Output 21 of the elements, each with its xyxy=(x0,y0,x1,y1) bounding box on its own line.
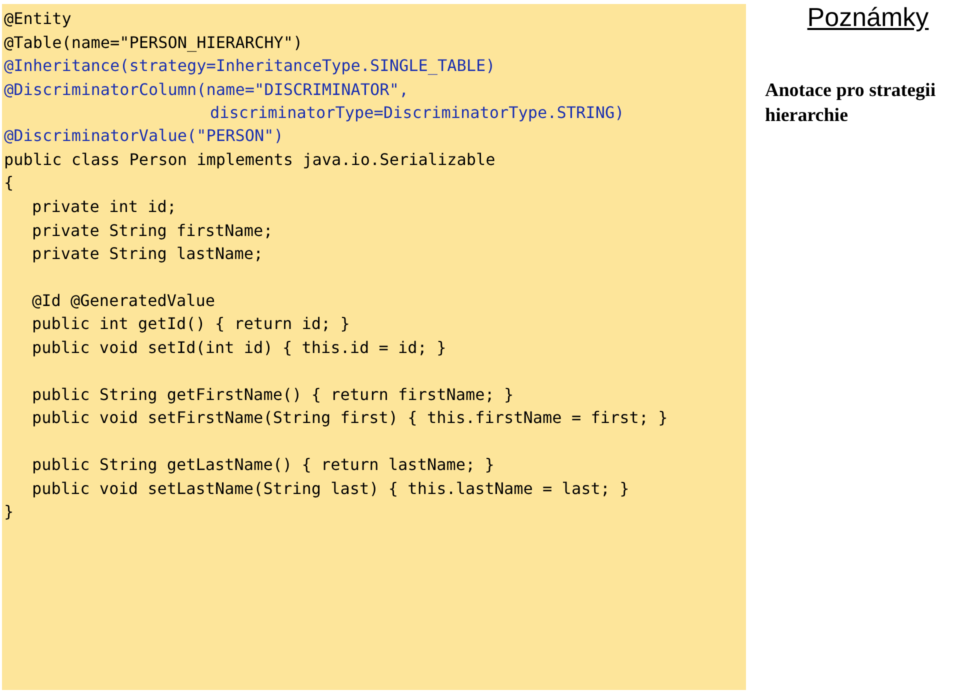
code-line: @DiscriminatorValue("PERSON") xyxy=(4,126,284,146)
code-line: { xyxy=(4,173,14,193)
code-line: public void setFirstName(String first) { this.firstName = first; } xyxy=(32,408,668,428)
code-line: @Inheritance(strategy=InheritanceType.SINGLE_TABLE) xyxy=(4,56,496,76)
code-line: public String getLastName() { return lastName; } xyxy=(32,455,494,475)
code-line: public void setLastName(String last) { this.lastName = last; } xyxy=(32,479,630,499)
code-line: public class Person implements java.io.Serializable xyxy=(4,150,496,170)
code-line: @Entity xyxy=(4,9,72,29)
code-line: private String lastName; xyxy=(32,244,264,264)
note-text: Anotace pro strategii hierarchie xyxy=(765,79,937,128)
code-line: private String firstName; xyxy=(32,221,273,241)
code-line: public int getId() { return id; } xyxy=(32,314,350,334)
code-line: public void setId(int id) { this.id = id; } xyxy=(32,338,446,358)
code-line: public String getFirstName() { return firstName; } xyxy=(32,385,514,405)
code-line: } xyxy=(4,502,14,522)
code-line: @Id @GeneratedValue xyxy=(32,291,216,311)
code-line: discriminatorType=DiscriminatorType.STRING) xyxy=(210,103,624,123)
code-line: private int id; xyxy=(32,197,176,217)
code-line: @Table(name="PERSON_HIERARCHY") xyxy=(4,33,303,53)
notes-heading: Poznámky xyxy=(806,2,930,33)
code-line: @DiscriminatorColumn(name="DISCRIMINATOR", xyxy=(4,80,409,100)
